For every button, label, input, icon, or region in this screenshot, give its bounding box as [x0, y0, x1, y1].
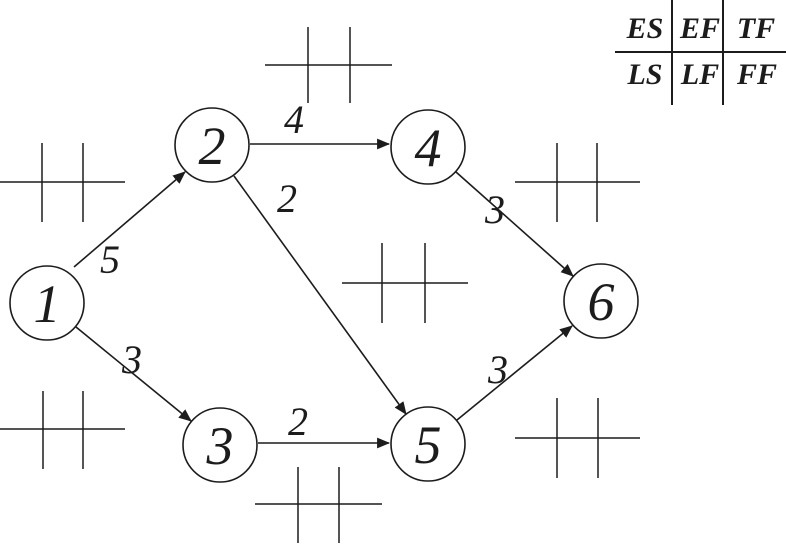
nodes: 1 2 3 4 5 6 [9, 107, 639, 483]
empty-value-table-center [342, 243, 468, 323]
edge-4-6: 3 [455, 171, 574, 277]
node-3: 3 [182, 407, 258, 483]
edge-line-2-5 [233, 175, 407, 415]
node-circle-1 [9, 265, 85, 341]
legend-cell-ff: FF [736, 58, 777, 91]
legend-cell-lf: LF [680, 58, 719, 91]
edge-weight-5-6: 3 [487, 347, 508, 392]
legend-cell-tf: TF [737, 12, 775, 45]
edge-5-6: 3 [456, 325, 573, 421]
node-circle-3 [182, 407, 258, 483]
edge-2-5: 2 [233, 175, 407, 415]
legend-table: ES EF TF LS LF FF [615, 0, 786, 105]
empty-value-table-bottom-center [255, 467, 382, 543]
edge-weight-2-4: 4 [284, 97, 304, 142]
edge-weight-4-6: 3 [484, 187, 505, 232]
node-circle-2 [174, 107, 250, 183]
legend-cell-es: ES [626, 12, 664, 45]
legend-cell-ef: EF [679, 12, 720, 45]
empty-value-table-bottom-right [515, 398, 640, 478]
edge-3-5: 2 [258, 399, 391, 449]
node-circle-4 [390, 109, 466, 185]
empty-value-tables [0, 27, 640, 543]
node-circle-6 [563, 263, 639, 339]
edge-line-1-2 [73, 171, 186, 268]
edges: 5 3 4 2 2 3 3 [73, 97, 574, 449]
edge-1-2: 5 [73, 171, 186, 282]
edge-weight-2-5: 2 [277, 176, 297, 221]
edge-weight-1-3: 3 [121, 337, 142, 382]
node-5: 5 [390, 406, 466, 482]
node-6: 6 [563, 263, 639, 339]
node-label-1: 1 [34, 274, 61, 334]
node-label-4: 4 [415, 118, 442, 178]
empty-value-table-bottom-left [0, 391, 125, 469]
empty-value-table-left [0, 143, 125, 222]
edge-2-4: 4 [250, 97, 391, 150]
legend-cell-ls: LS [626, 58, 662, 91]
edge-line-4-6 [455, 171, 574, 277]
empty-value-table-top-center [265, 27, 392, 103]
edge-weight-1-2: 5 [100, 237, 120, 282]
edge-1-3: 3 [75, 326, 192, 422]
empty-value-table-right [515, 143, 640, 222]
node-label-6: 6 [588, 272, 615, 332]
node-label-5: 5 [415, 415, 442, 475]
node-label-3: 3 [206, 416, 234, 476]
node-2: 2 [174, 107, 250, 183]
node-4: 4 [390, 109, 466, 185]
node-circle-5 [390, 406, 466, 482]
edge-line-1-3 [75, 326, 192, 422]
edge-weight-3-5: 2 [288, 399, 308, 444]
node-label-2: 2 [199, 116, 226, 176]
edge-line-5-6 [456, 325, 573, 421]
node-1: 1 [9, 265, 85, 341]
